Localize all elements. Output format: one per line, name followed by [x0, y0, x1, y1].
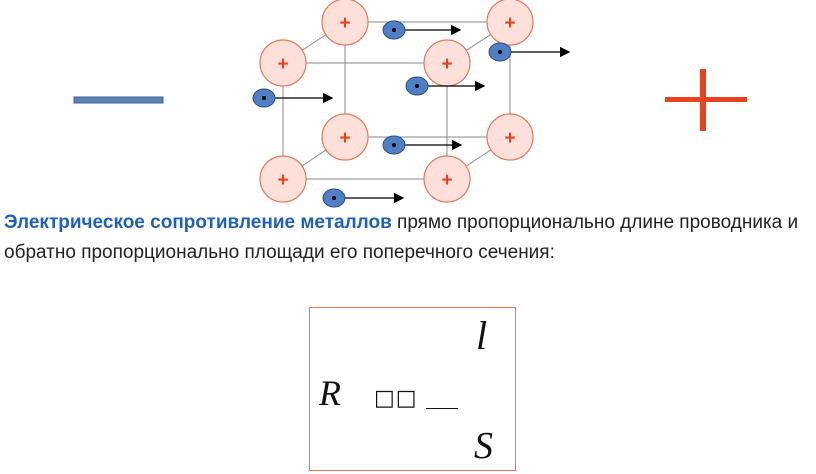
- ion-front-top-right: +: [423, 39, 471, 87]
- svg-text:+: +: [441, 170, 452, 191]
- electron-2: [488, 42, 571, 62]
- formula-missing-glyphs: □□: [374, 386, 418, 411]
- electron-3: [405, 76, 486, 96]
- ion-back-bottom-left: +: [321, 113, 369, 161]
- statement-body: прямо пропорционально длине проводника и…: [4, 212, 799, 263]
- svg-text:+: +: [441, 54, 452, 75]
- lattice-diagram: + + + + + + + +: [73, 0, 747, 208]
- statement-highlight: Электрическое сопротивление металлов: [4, 212, 392, 233]
- svg-text:+: +: [504, 13, 515, 34]
- resistance-formula-box: l R □□ S: [309, 307, 516, 471]
- electron-5: [382, 135, 463, 155]
- electron-4: [252, 88, 334, 108]
- formula-numerator-l: l: [476, 313, 488, 358]
- ion-back-bottom-right: +: [486, 113, 534, 161]
- svg-text:+: +: [339, 13, 350, 34]
- formula-fraction-bar: [426, 408, 458, 409]
- ion-front-bottom-left: +: [259, 155, 307, 203]
- formula-resistance-r: R: [319, 373, 341, 413]
- svg-text:+: +: [504, 128, 515, 149]
- positive-electrode-plus: [665, 69, 747, 131]
- ion-front-bottom-right: +: [423, 155, 471, 203]
- electron-6: [322, 188, 405, 208]
- electron-1: [382, 20, 462, 40]
- ion-back-top-left: +: [321, 0, 369, 46]
- ion-back-top-right: +: [486, 0, 534, 46]
- resistance-statement: Электрическое сопротивление металлов пря…: [4, 208, 804, 268]
- svg-text:+: +: [277, 54, 288, 75]
- formula-denominator-s: S: [474, 425, 493, 467]
- negative-electrode-minus: [73, 96, 164, 104]
- ion-front-top-left: +: [259, 39, 307, 87]
- svg-text:+: +: [339, 128, 350, 149]
- cube-edges: [282, 21, 511, 180]
- svg-text:+: +: [277, 170, 288, 191]
